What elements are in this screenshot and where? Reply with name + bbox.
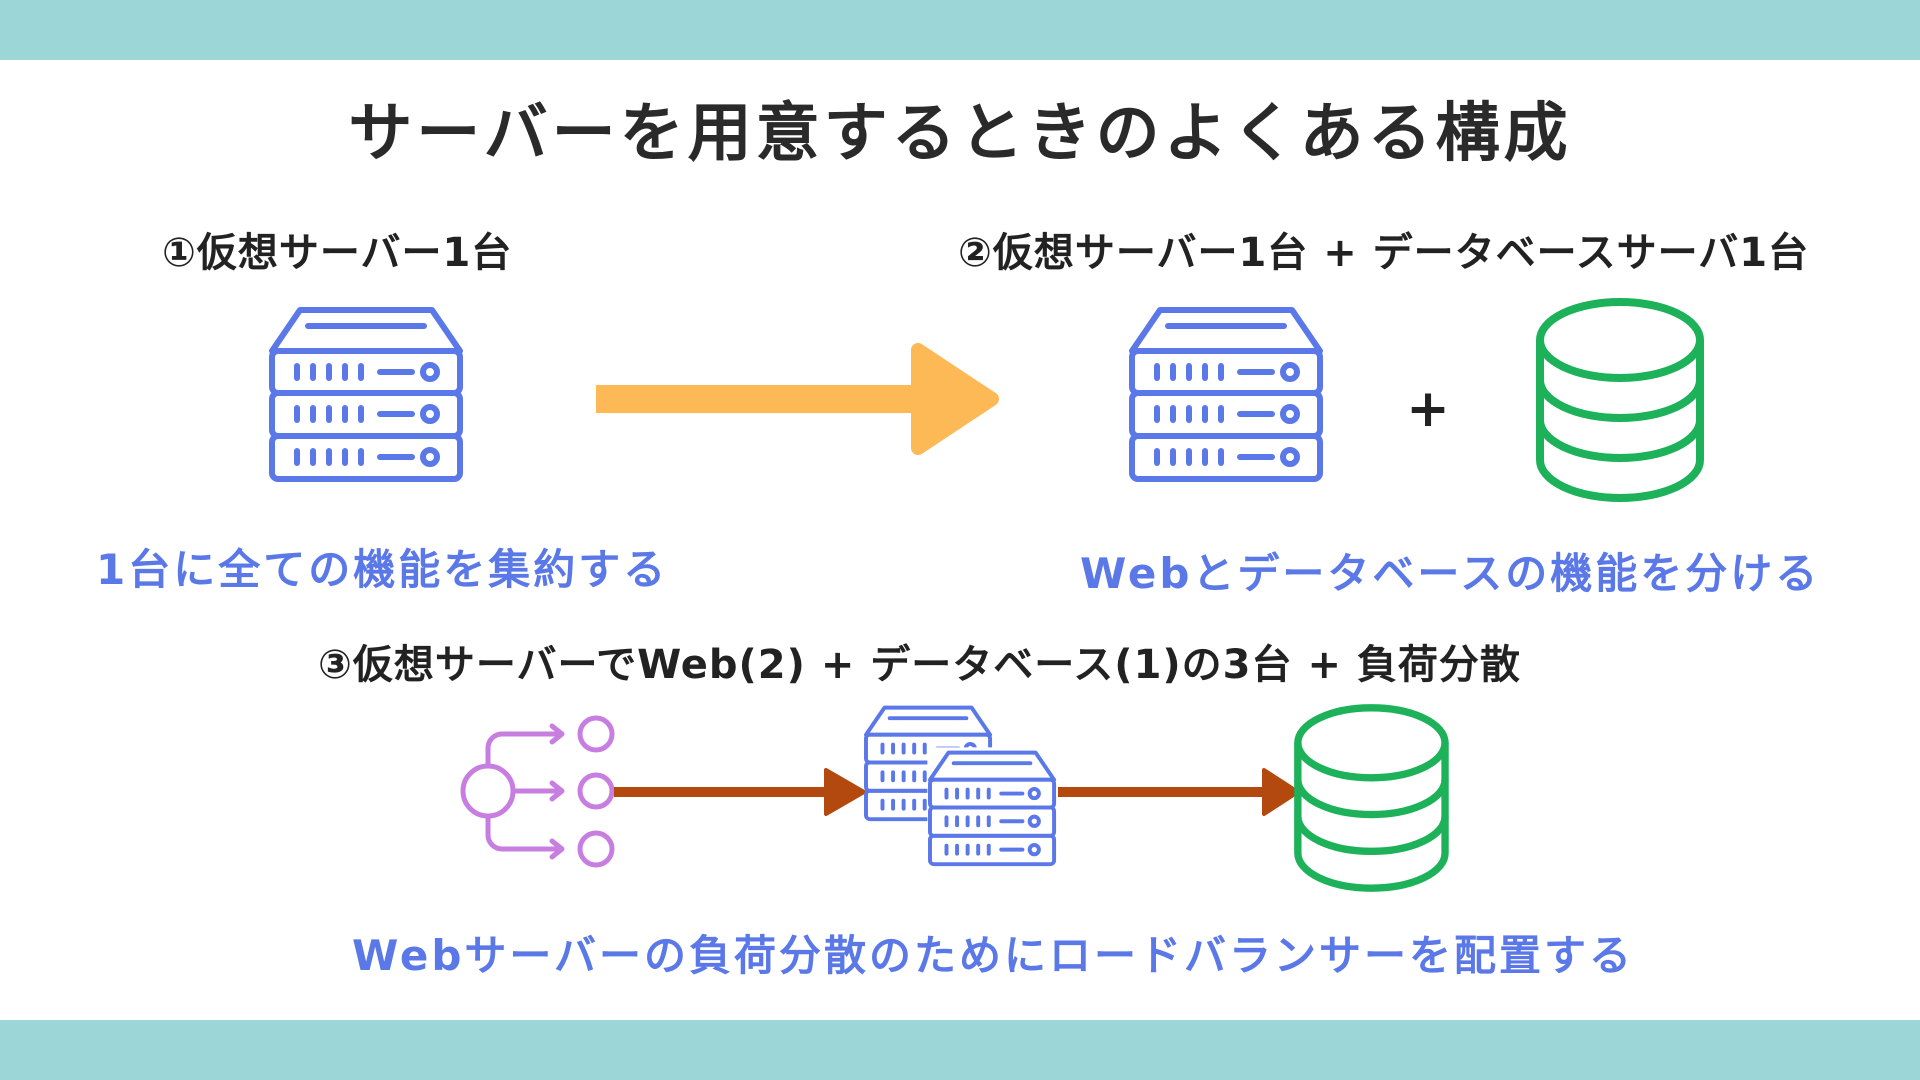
page-title: サーバーを用意するときのよくある構成 bbox=[348, 97, 1572, 171]
load-balancer-icon bbox=[460, 715, 615, 868]
section-1-caption: 1台に全ての機能を集約する bbox=[96, 545, 669, 594]
section-3-heading: ③仮想サーバーでWeb(2) + データベース(1)の3台 + 負荷分散 bbox=[318, 642, 1521, 688]
bottom-band bbox=[0, 1020, 1920, 1080]
section-3-caption: Webサーバーの負荷分散のためにロードバランサーを配置する bbox=[352, 931, 1634, 980]
section-2-caption: Webとデータベースの機能を分ける bbox=[1080, 549, 1821, 598]
server-icon bbox=[927, 747, 1057, 868]
section-2-heading: ②仮想サーバー1台 + データベースサーバ1台 bbox=[958, 230, 1810, 276]
plus-sign: + bbox=[1406, 379, 1450, 439]
arrow-icon bbox=[596, 343, 999, 455]
database-icon bbox=[1298, 708, 1445, 888]
top-band bbox=[0, 0, 1920, 60]
server-icon bbox=[272, 310, 460, 479]
arrow-icon bbox=[1058, 768, 1300, 816]
database-icon bbox=[1540, 302, 1700, 498]
section-1-heading: ①仮想サーバー1台 bbox=[162, 230, 513, 276]
arrow-icon bbox=[614, 768, 866, 816]
server-icon bbox=[1132, 310, 1320, 479]
